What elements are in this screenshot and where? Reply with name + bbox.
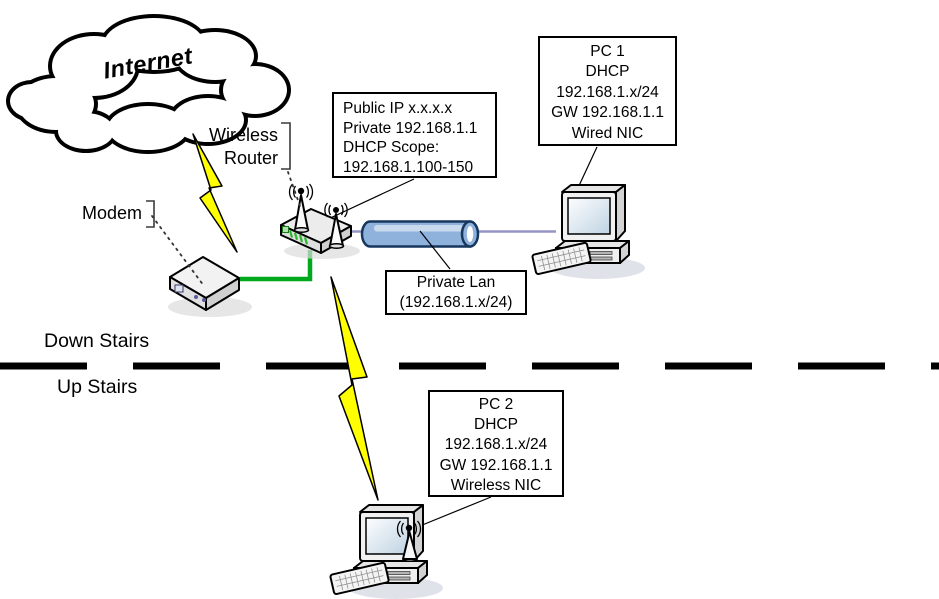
- leader-private-lan-line: [419, 230, 451, 270]
- wireless-router-icon: [280, 183, 360, 259]
- antenna-wave-icon: [324, 202, 348, 218]
- leader-modem-dotted-line: [151, 215, 205, 287]
- leader-router-dotted-line: [287, 171, 301, 207]
- router-led-lights: [288, 230, 309, 245]
- modem-icon: [168, 256, 252, 317]
- up-stairs-label: Up Stairs: [57, 376, 138, 398]
- leader-pc1-info-line: [576, 146, 598, 191]
- pc2-info-box: PC 2 DHCP 192.168.1.x/24 GW 192.168.1.1 …: [428, 390, 564, 497]
- private-lan-cylinder-icon: [360, 220, 480, 248]
- modem-label: Modem: [81, 203, 142, 223]
- wireless-router-label-bracket: [281, 122, 291, 170]
- modem-label-bracket: [146, 200, 155, 228]
- internet-cloud-icon: [6, 14, 291, 154]
- down-stairs-label: Down Stairs: [44, 330, 150, 352]
- wan-cable-line: [240, 250, 313, 282]
- wireless-router-label: Wireless Router: [208, 125, 278, 168]
- antenna-wave-icon: [396, 520, 422, 538]
- pc2-antenna-icon: [396, 520, 422, 562]
- lightning-bolt-wireless-icon: [330, 276, 379, 501]
- private-lan-box: Private Lan (192.168.1.x/24): [385, 270, 527, 315]
- lightning-bolt-wan-icon: [192, 133, 238, 253]
- pc1-info-box: PC 1 DHCP 192.168.1.x/24 GW 192.168.1.1 …: [538, 36, 677, 146]
- pc2-icon: [329, 504, 444, 599]
- router-info-box: Public IP x.x.x.x Private 192.168.1.1 DH…: [332, 92, 497, 178]
- antenna-wave-icon: [288, 183, 314, 201]
